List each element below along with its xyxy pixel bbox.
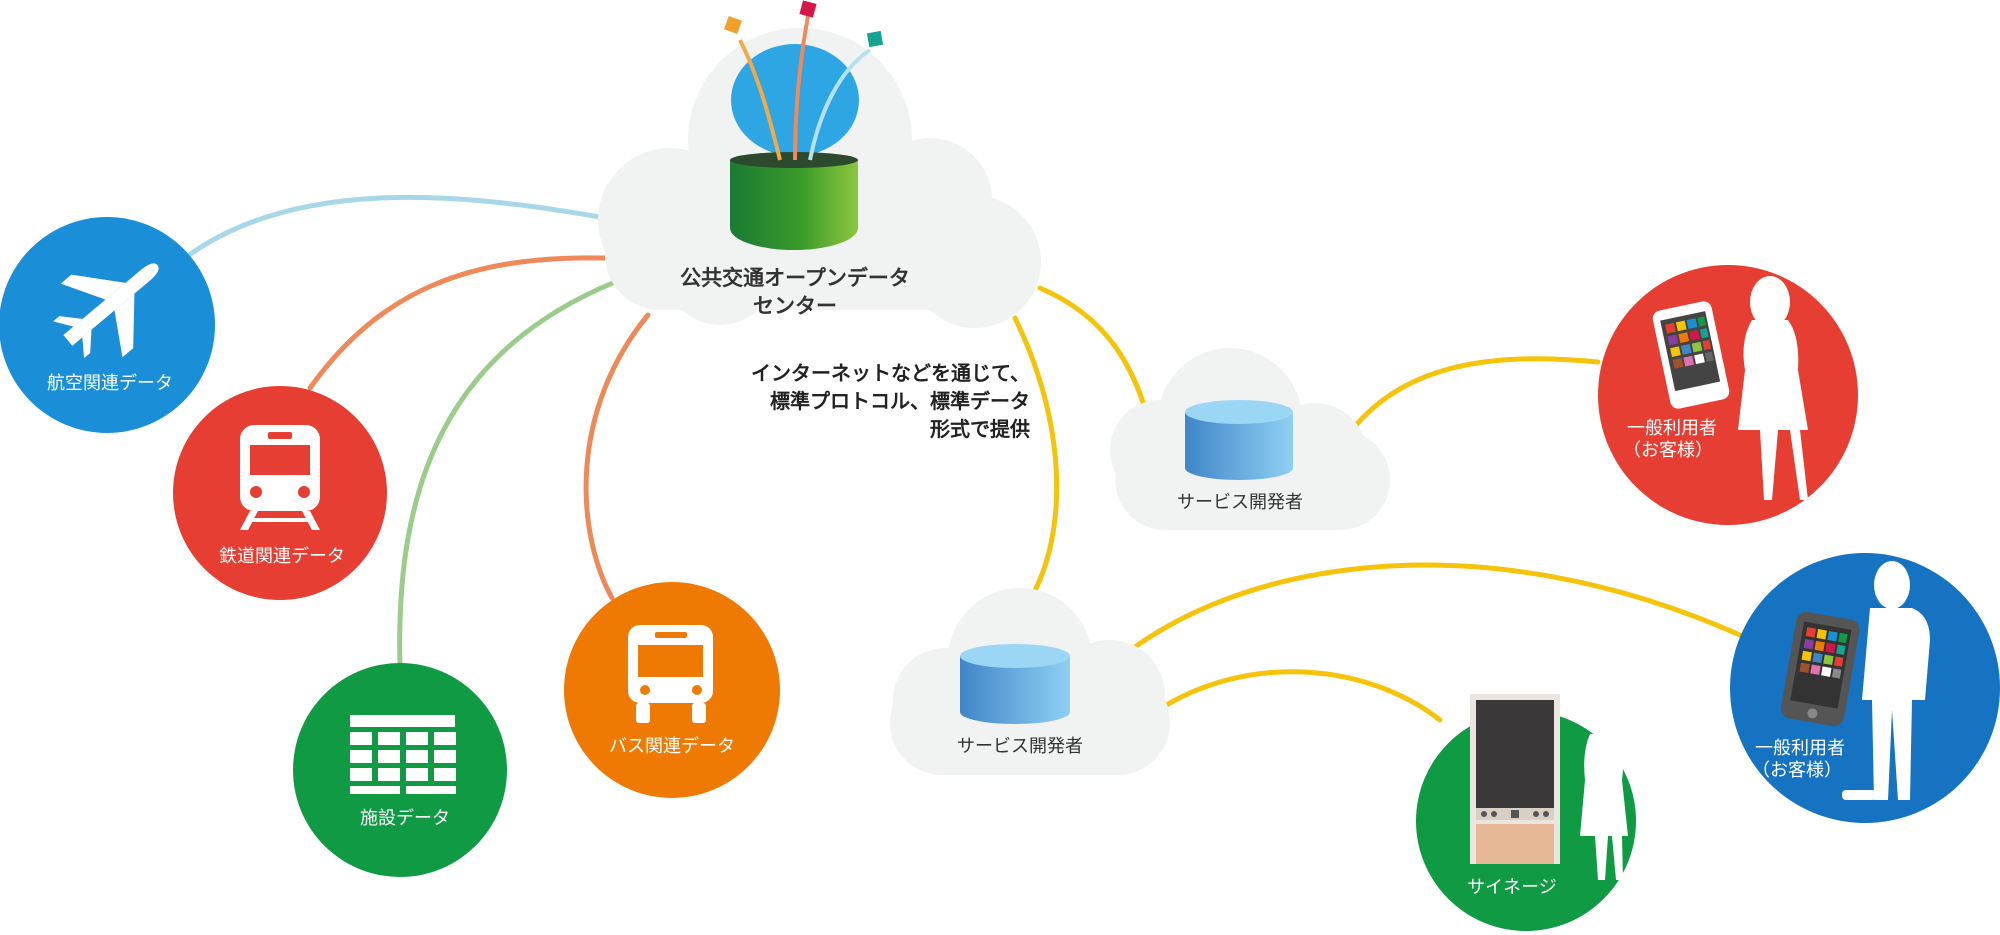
smartphone-icon xyxy=(1652,301,1730,409)
woman-silhouette xyxy=(1580,700,1628,880)
rail-data-node: 鉄道関連データ xyxy=(173,386,387,600)
connectors xyxy=(182,194,1743,723)
air-data-node: 航空関連データ xyxy=(0,217,215,433)
lower-developer-database-icon xyxy=(960,644,1070,724)
upper-developer-label: サービス開発者 xyxy=(1177,492,1303,513)
signage-kiosk-icon xyxy=(1470,694,1560,864)
general-user-red-line2: （お客様） xyxy=(1623,440,1713,461)
bus-data-label: バス関連データ xyxy=(609,736,735,757)
train-icon xyxy=(240,425,320,530)
air-data-label: 航空関連データ xyxy=(47,373,173,394)
facility-data-node: 施設データ xyxy=(293,663,507,877)
lower-developer-label: サービス開発者 xyxy=(957,736,1083,757)
smartphone-icon xyxy=(1780,611,1860,727)
connector-rail xyxy=(307,255,608,391)
connector-center-upper-dev xyxy=(1037,285,1153,428)
signage-node: サイネージ xyxy=(1416,694,1636,931)
bus-data-node: バス関連データ xyxy=(564,582,780,798)
connector-upper-dev-red-user xyxy=(1349,356,1601,433)
general-user-blue-line2: （お客様） xyxy=(1752,760,1842,781)
general-user-red-line1: 一般利用者 xyxy=(1627,418,1717,439)
connector-air xyxy=(182,194,608,261)
facility-data-label: 施設データ xyxy=(360,808,450,829)
connector-lower-dev-blue-user xyxy=(1115,562,1743,663)
bus-icon xyxy=(628,625,713,723)
general-user-blue-line1: 一般利用者 xyxy=(1755,738,1845,759)
connector-center-lower-dev xyxy=(1012,315,1060,603)
central-database-icon xyxy=(724,0,884,250)
connector-lower-dev-signage xyxy=(1152,669,1443,723)
man-silhouette xyxy=(1842,561,1930,800)
airplane-icon xyxy=(53,263,159,359)
general-user-blue-node: 一般利用者 （お客様） xyxy=(1730,553,2000,823)
signage-label: サイネージ xyxy=(1467,877,1557,898)
rail-data-label: 鉄道関連データ xyxy=(219,546,345,567)
description-line1: インターネットなどを通じて、 xyxy=(751,361,1030,385)
connector-facility xyxy=(397,279,618,668)
upper-developer-database-icon xyxy=(1185,400,1293,480)
center-title-line2: センター xyxy=(753,294,837,318)
description-line3: 形式で提供 xyxy=(930,417,1030,441)
connector-bus xyxy=(583,312,651,601)
center-title-line1: 公共交通オープンデータ xyxy=(680,266,910,290)
general-user-red-node: 一般利用者 （お客様） xyxy=(1598,265,1858,525)
building-icon xyxy=(350,715,456,794)
woman-silhouette xyxy=(1738,276,1808,500)
description-line2: 標準プロトコル、標準データ xyxy=(770,389,1030,413)
